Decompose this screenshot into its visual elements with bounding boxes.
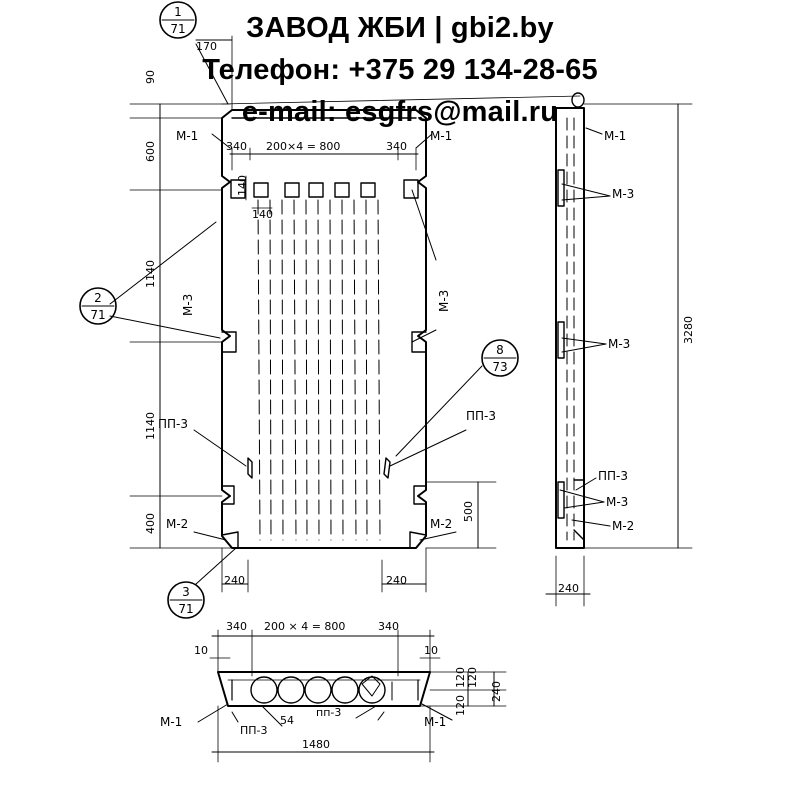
dim-left-400: 400	[144, 513, 157, 534]
dim-left-1140-b: 1140	[144, 412, 157, 440]
label-m3-left: М-3	[181, 294, 195, 316]
dim-side-240: 240	[558, 582, 579, 595]
callout-3-sheet: 71	[178, 602, 193, 616]
label-pp3-left: ПП-3	[158, 417, 188, 431]
dim-plan-10-left: 10	[194, 644, 208, 657]
dim-side-3280: 3280	[682, 316, 695, 344]
callout-1-sheet: 71	[170, 22, 185, 36]
dim-hole-140-h: 140	[252, 208, 273, 221]
side-label-pp3: ПП-3	[598, 469, 628, 483]
label-m1-right: М-1	[430, 129, 452, 143]
callout-circles	[79, 1, 519, 619]
dim-plan-span: 200 × 4 = 800	[264, 620, 345, 633]
dim-plan-340-left: 340	[226, 620, 247, 633]
dim-hole-140-v: 140	[236, 175, 249, 196]
side-label-m2: М-2	[612, 519, 634, 533]
plan-label-m1-left: М-1	[160, 715, 182, 729]
dim-left-90: 90	[144, 70, 157, 84]
dim-top-340-right: 340	[386, 140, 407, 153]
label-m1-left: М-1	[176, 129, 198, 143]
callout-8-sheet: 73	[492, 360, 507, 374]
side-elevation	[545, 92, 693, 607]
dim-plan-240: 240	[490, 681, 503, 702]
dim-left-600: 600	[144, 141, 157, 162]
label-pp3-right: ПП-3	[466, 409, 496, 423]
callout-1-num: 1	[174, 5, 182, 19]
side-label-m1: М-1	[604, 129, 626, 143]
watermark-title: ЗАВОД ЖБИ | gbi2.by	[246, 12, 554, 44]
dim-plan-120-b: 120	[454, 695, 467, 716]
label-m2-left: М-2	[166, 517, 188, 531]
dim-top-340-left: 340	[226, 140, 247, 153]
dim-bottom-240-right: 240	[386, 574, 407, 587]
plan-label-pp3-mid: пп-3	[316, 706, 341, 719]
label-m2-right: М-2	[430, 517, 452, 531]
dim-plan-340-right: 340	[378, 620, 399, 633]
dim-top-170: 170	[196, 40, 217, 53]
callout-8-num: 8	[496, 343, 504, 357]
plan-label-m1-right: М-1	[424, 715, 446, 729]
plan-section	[197, 629, 507, 763]
side-label-m3-mid: М-3	[608, 337, 630, 351]
dim-plan-10-right: 10	[424, 644, 438, 657]
dim-plan-120-c: 120	[466, 667, 479, 688]
label-m3-right: М-3	[437, 290, 451, 312]
dim-bottom-240-left: 240	[224, 574, 245, 587]
callout-3-num: 3	[182, 585, 190, 599]
dim-plan-1480: 1480	[302, 738, 330, 751]
dim-plan-54: 54	[280, 714, 294, 727]
watermark-phone: Телефон: +375 29 134-28-65	[202, 54, 598, 86]
dim-right-500: 500	[462, 501, 475, 522]
dim-top-span: 200×4 = 800	[266, 140, 340, 153]
side-label-m3-top: М-3	[612, 187, 634, 201]
watermark-email: e-mail: esgfrs@mail.ru	[241, 96, 559, 128]
callout-2-sheet: 71	[90, 308, 105, 322]
dim-left-1140-a: 1140	[144, 260, 157, 288]
front-elevation	[109, 35, 581, 593]
plan-label-pp3-left: ПП-3	[240, 724, 268, 737]
callout-2-num: 2	[94, 291, 102, 305]
side-label-m3-bot: М-3	[606, 495, 628, 509]
dim-plan-120-a: 120	[454, 667, 467, 688]
